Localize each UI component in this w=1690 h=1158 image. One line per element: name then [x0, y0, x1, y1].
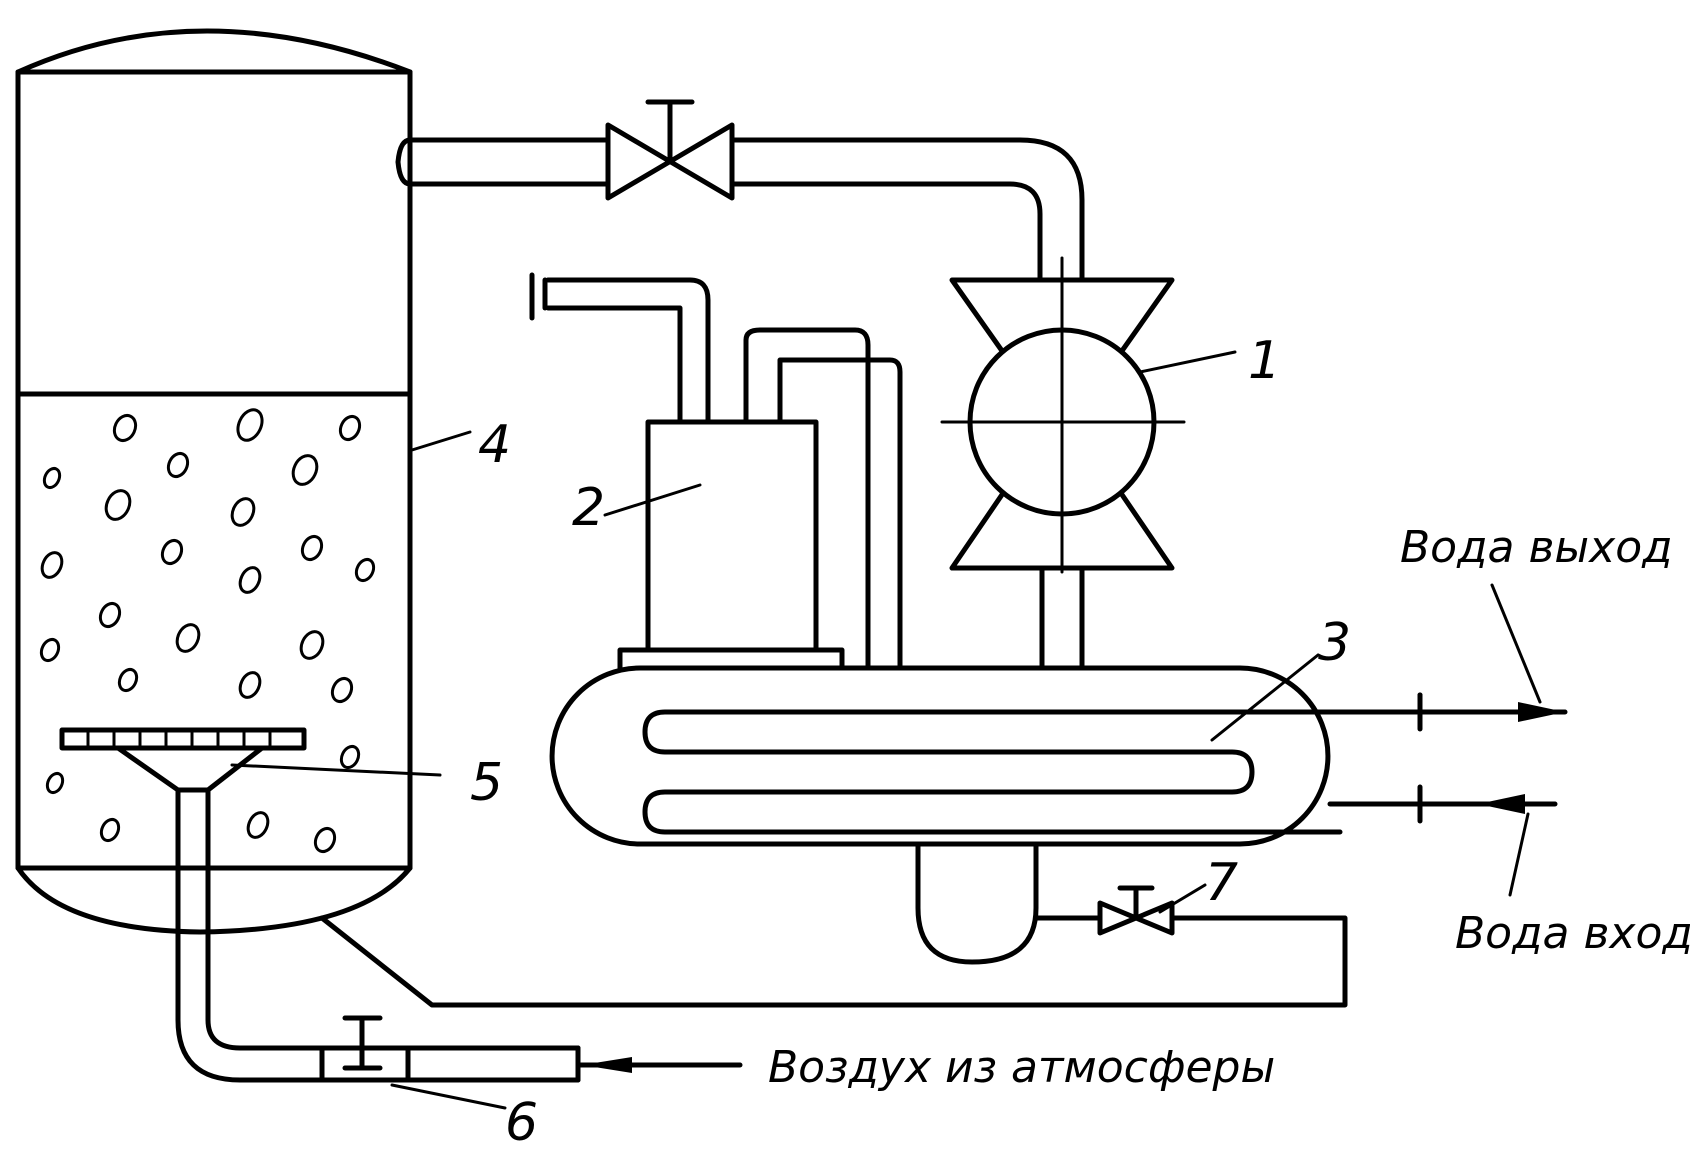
label-4: 4 [478, 415, 511, 475]
air-arrow [580, 1057, 740, 1073]
compressor-to-condenser [1042, 568, 1082, 668]
label-7: 7 [1205, 853, 1238, 913]
condenser [552, 668, 1340, 844]
label-1: 1 [1248, 331, 1281, 391]
receiver [532, 275, 900, 670]
air-distributor [62, 730, 304, 790]
caption-air: Воздух из атмосферы [768, 1042, 1275, 1093]
label-3: 3 [1318, 613, 1351, 673]
return-line [322, 918, 1345, 1005]
air-valve[interactable] [322, 1018, 408, 1080]
condenser-sump [918, 844, 1036, 962]
top-pipe [398, 140, 1082, 285]
caption-water-out: Вода выход [1400, 522, 1673, 573]
label-6: 6 [505, 1093, 538, 1153]
compressor [942, 258, 1184, 572]
water-lines [1330, 585, 1565, 895]
label-2: 2 [572, 478, 605, 538]
label-5: 5 [470, 753, 503, 813]
tank [18, 31, 410, 932]
caption-water-in: Вода вход [1455, 908, 1690, 959]
top-valve[interactable] [608, 102, 732, 198]
air-pipe [178, 790, 578, 1080]
